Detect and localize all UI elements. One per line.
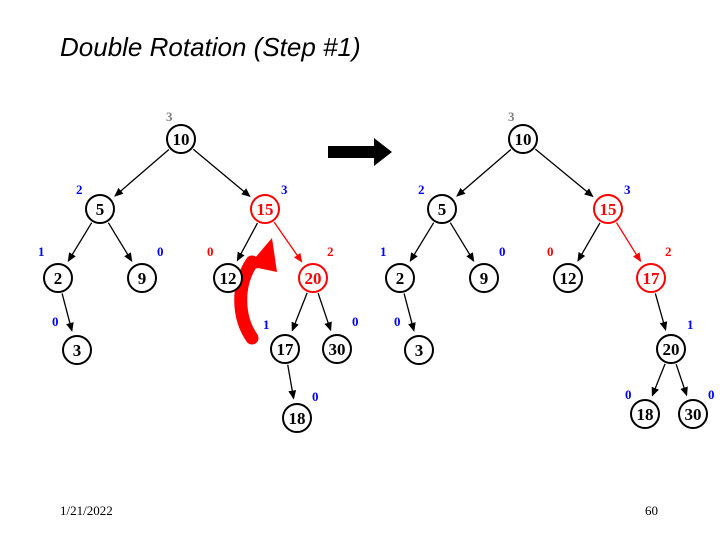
- tree-node-3: 3: [62, 335, 92, 365]
- tree-node-12: 12: [213, 263, 243, 293]
- balance-factor-30: 0: [708, 387, 715, 402]
- tree-node-9: 9: [127, 263, 157, 293]
- tree-node-12: 12: [553, 263, 583, 293]
- tree-node-15: 15: [593, 194, 623, 224]
- tree-edge: [675, 363, 688, 397]
- tree-node-5: 5: [85, 194, 115, 224]
- tree-node-15: 15: [250, 194, 280, 224]
- balance-factor-9: 0: [157, 244, 164, 259]
- balance-factor-2: 1: [38, 244, 45, 259]
- tree-edge: [67, 222, 93, 263]
- tree-node-30: 30: [322, 334, 352, 364]
- tree-edge: [317, 292, 332, 332]
- tree-edge: [61, 293, 74, 332]
- red-curved-rotation-arrow: [234, 238, 277, 345]
- balance-factor-30: 0: [352, 314, 359, 329]
- tree-node-17: 17: [270, 334, 300, 364]
- tree-node-10: 10: [508, 124, 538, 154]
- tree-node-18: 18: [630, 399, 660, 429]
- tree-edge: [409, 222, 435, 263]
- balance-factor-15: 3: [281, 182, 288, 197]
- tree-edge: [236, 222, 259, 262]
- tree-edge: [273, 221, 303, 263]
- black-right-arrow: [328, 138, 392, 166]
- tree-edge: [291, 292, 308, 332]
- tree-node-17: 17: [636, 263, 666, 293]
- tree-node-10: 10: [166, 124, 196, 154]
- tree-node-9: 9: [469, 263, 499, 293]
- balance-factor-2: 1: [380, 244, 387, 259]
- balance-factor-15: 3: [624, 182, 631, 197]
- balance-factor-9: 0: [499, 244, 506, 259]
- tree-edge: [287, 364, 297, 400]
- tree-node-20: 20: [656, 334, 686, 364]
- tree-node-2: 2: [385, 263, 415, 293]
- tree-edges: [61, 148, 688, 400]
- tree-edge: [449, 222, 475, 263]
- balance-factor-5: 2: [418, 182, 425, 197]
- balance-factor-17: 2: [665, 244, 672, 259]
- balance-factor-20: 2: [327, 244, 334, 259]
- footer-date: 1/21/2022: [60, 503, 113, 518]
- tree-node-30: 30: [678, 399, 708, 429]
- balance-factor-18: 0: [312, 389, 319, 404]
- balance-factor-10: 3: [166, 109, 173, 124]
- balance-factor-3: 0: [52, 314, 59, 329]
- tree-edge: [114, 148, 170, 197]
- page-title: Double Rotation (Step #1): [60, 32, 361, 62]
- tree-edge: [192, 148, 251, 198]
- tree-edge: [615, 222, 642, 263]
- balance-factor-12: 0: [547, 244, 554, 259]
- tree-edge: [577, 222, 601, 262]
- tree-edge: [107, 222, 133, 263]
- tree-edge: [456, 148, 512, 197]
- footer-page-number: 60: [645, 503, 658, 518]
- tree-node-3: 3: [404, 335, 434, 365]
- balance-factor-17: 1: [263, 317, 270, 332]
- balance-factor-20: 1: [687, 317, 694, 332]
- tree-node-18: 18: [282, 403, 312, 433]
- balance-factor-18: 0: [625, 387, 632, 402]
- balance-factor-10: 3: [508, 109, 515, 124]
- balance-factor-3: 0: [394, 314, 401, 329]
- tree-node-20: 20: [298, 263, 328, 293]
- tree-edge: [403, 293, 416, 332]
- tree-node-5: 5: [427, 194, 457, 224]
- tree-edge: [534, 148, 594, 198]
- tree-edge: [654, 293, 668, 332]
- tree-node-2: 2: [43, 263, 73, 293]
- balance-factor-12: 0: [207, 244, 214, 259]
- tree-edge: [651, 363, 666, 397]
- balance-factor-5: 2: [76, 182, 83, 197]
